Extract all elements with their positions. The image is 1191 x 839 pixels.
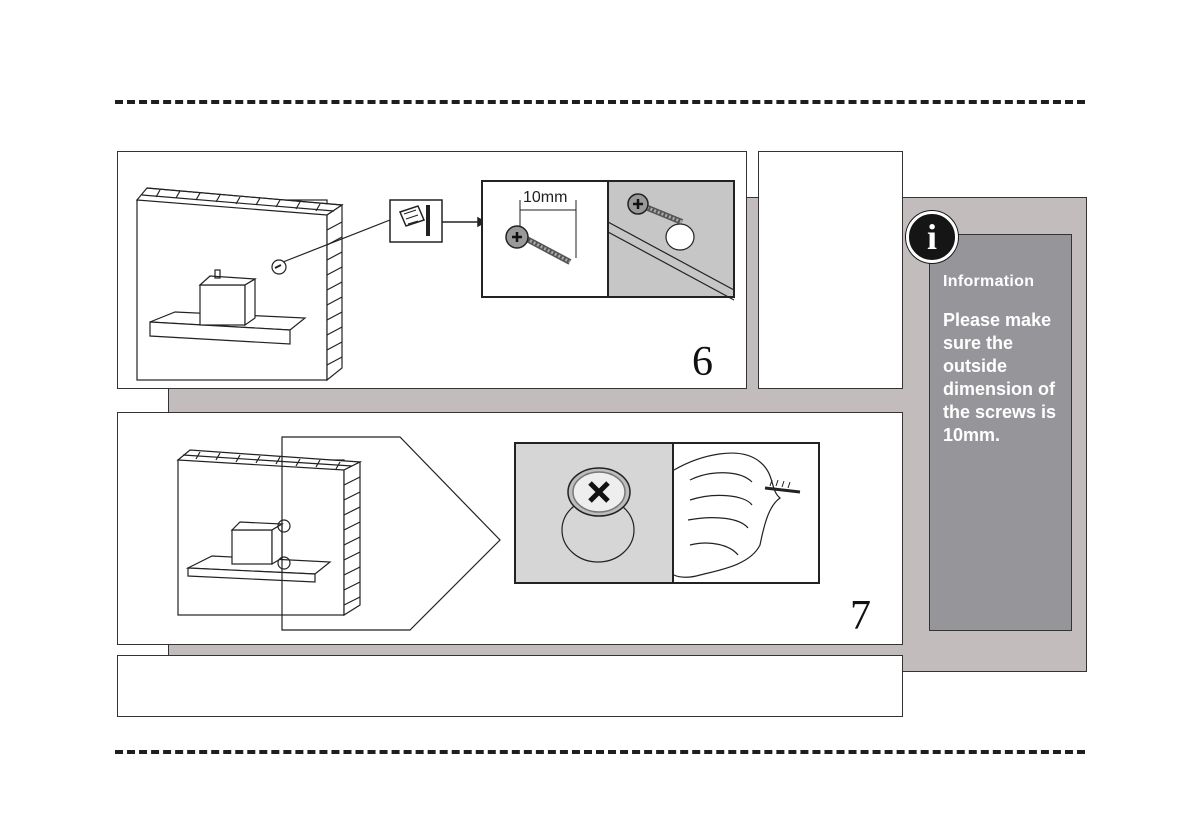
information-title: Information <box>943 273 1061 291</box>
bottom-note-panel <box>117 655 903 717</box>
bottom-dashed-divider <box>115 750 1085 754</box>
step-7-number: 7 <box>850 592 871 640</box>
hanging-detail <box>515 443 819 583</box>
information-box: Information Please make sure the outside… <box>929 234 1072 631</box>
info-icon: i <box>906 211 958 263</box>
information-text: Please make sure the outside dimension o… <box>943 309 1061 447</box>
wall-drawing-7 <box>178 437 500 630</box>
